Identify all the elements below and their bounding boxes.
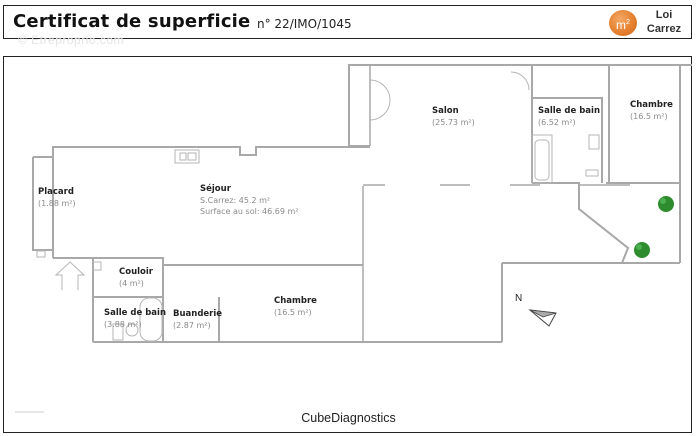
room-placard-label: Placard <box>38 187 74 197</box>
north-label: N <box>515 293 523 304</box>
plant-icon-2 <box>634 242 650 258</box>
room-chambre1-area: (16.5 m²) <box>630 112 668 121</box>
room-buanderie-label: Buanderie <box>173 309 223 319</box>
loi-line-2: Carrez <box>646 23 682 35</box>
floor-plan-frame <box>3 56 692 433</box>
room-chambre2-label: Chambre <box>274 296 317 306</box>
m2-badge-icon: m2 <box>609 10 637 36</box>
room-sejour-label: Séjour <box>200 184 231 194</box>
room-salon-label: Salon <box>432 106 459 116</box>
badge-sup: 2 <box>626 19 630 26</box>
room-sejour-sol: Surface au sol: 46.69 m² <box>200 207 299 216</box>
room-sdb2-label: Salle de bain <box>104 308 167 318</box>
page-title: Certificat de superficie <box>13 11 251 32</box>
room-chambre2-area: (16.5 m²) <box>274 308 312 317</box>
badge-text: m <box>616 18 627 32</box>
certificate-header: Certificat de superficie n° 22/IMO/1045 … <box>3 5 692 39</box>
loi-carrez-label: Loi Carrez <box>643 8 685 36</box>
north-arrow-icon <box>528 309 557 327</box>
certificate-number: n° 22/IMO/1045 <box>257 17 352 31</box>
room-sdb2-area: (3.88 m²) <box>104 320 142 329</box>
room-salon-area: (25.73 m²) <box>432 118 475 127</box>
room-placard-area: (1.88 m²) <box>38 199 76 208</box>
watermark: © Etreproprio.com <box>18 33 125 47</box>
loi-line-1: Loi <box>655 9 673 21</box>
room-buanderie-area: (2.87 m²) <box>173 321 211 330</box>
room-sejour-carrez: S.Carrez: 45.2 m² <box>200 196 271 205</box>
room-chambre1-label: Chambre <box>630 100 673 110</box>
room-sdb1-area: (6.52 m²) <box>538 118 576 127</box>
room-couloir-label: Couloir <box>119 267 153 277</box>
plant-icon-1 <box>658 196 674 212</box>
room-couloir-area: (4 m²) <box>119 279 144 288</box>
room-sdb1-label: Salle de bain <box>538 106 601 116</box>
company-footer: CubeDiagnostics <box>301 411 396 425</box>
